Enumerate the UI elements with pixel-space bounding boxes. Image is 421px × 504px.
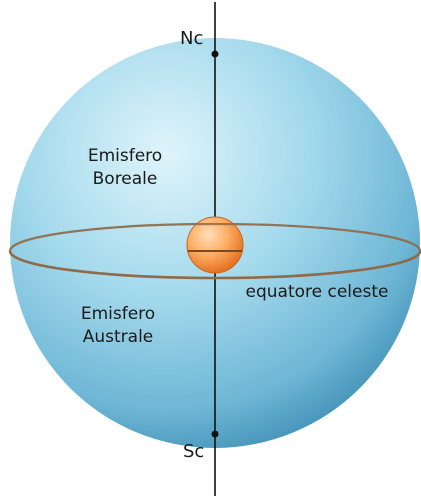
northern-hemisphere-label-line1: Emisfero — [88, 146, 162, 166]
south-celestial-pole-point — [211, 430, 219, 438]
celestial-equator-front — [8, 250, 421, 280]
north-celestial-pole-point — [211, 50, 219, 58]
northern-hemisphere-label-line2: Boreale — [93, 169, 158, 189]
earth-sphere — [186, 216, 244, 274]
southern-hemisphere-label-line1: Emisfero — [81, 304, 155, 324]
southern-hemisphere-label-line2: Australe — [83, 327, 154, 347]
celestial-equator-label: equatore celeste — [246, 282, 389, 302]
celestial-equator-left-edge — [8, 222, 216, 252]
south-pole-label: Sc — [183, 441, 204, 462]
celestial-equator-right-edge — [214, 222, 421, 252]
north-pole-label: Nc — [180, 28, 203, 49]
